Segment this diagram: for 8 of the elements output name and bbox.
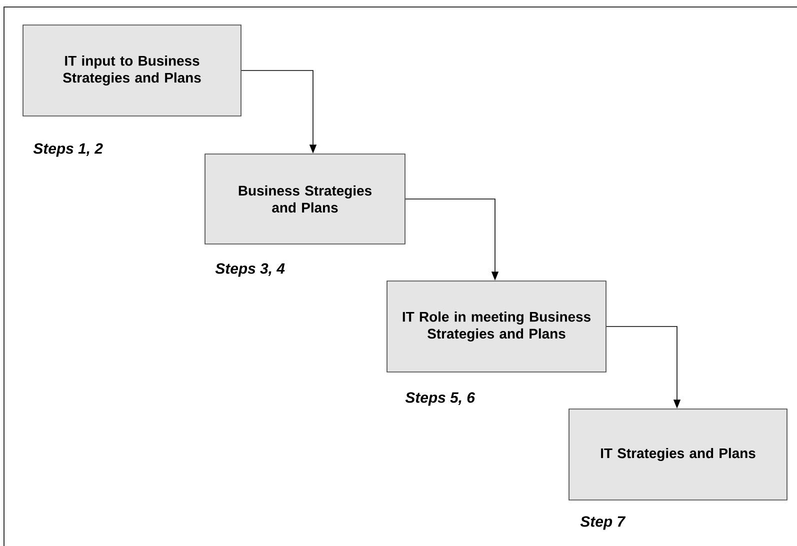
step-label: Steps 3, 4 xyxy=(215,263,285,277)
step-label: Step 7 xyxy=(580,516,626,530)
step-label: Steps 5, 6 xyxy=(405,392,476,406)
step-label: Steps 1, 2 xyxy=(33,143,103,157)
process-box: IT Role in meeting Business Strategies and Plans xyxy=(386,280,606,372)
process-box: IT Strategies and Plans xyxy=(568,408,788,500)
process-box: IT input to Business Strategies and Plans xyxy=(22,24,242,116)
process-box: Business Strategies and Plans xyxy=(204,154,406,244)
